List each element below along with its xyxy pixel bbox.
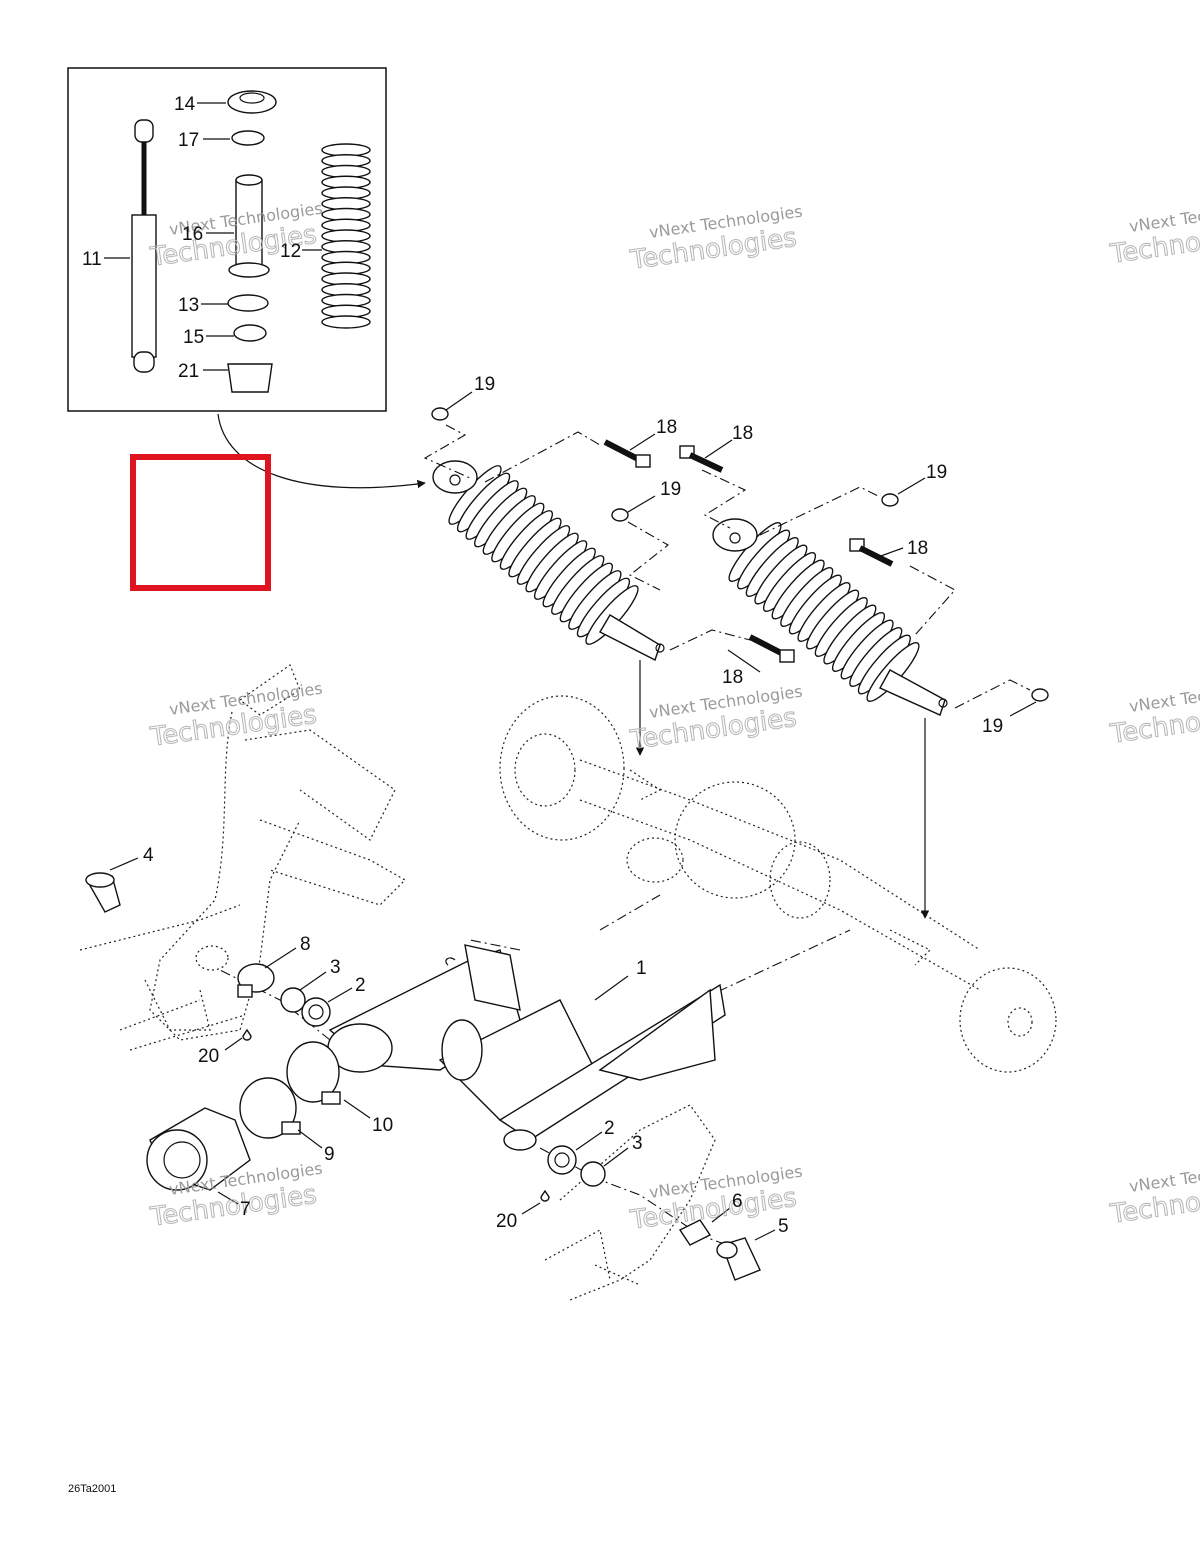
callout-label: 13: [178, 295, 199, 316]
callout-label: 19: [982, 716, 1003, 737]
callout-label: 3: [330, 957, 341, 978]
callout-label: 16: [182, 224, 203, 245]
rear-axle-outline: [499, 695, 1057, 1073]
callout-label: 10: [372, 1115, 393, 1136]
ring-part: [227, 294, 269, 312]
washer-part: [231, 130, 265, 146]
callout-label: 18: [732, 423, 753, 444]
callout-label: 20: [198, 1046, 219, 1067]
bump-stop-part: [228, 174, 270, 278]
shock-absorber-part: [131, 119, 157, 373]
highlight-box: [130, 454, 271, 591]
callout-label: 9: [324, 1144, 335, 1165]
fasteners: [431, 407, 1049, 702]
shock-assembly-left: [432, 460, 665, 661]
shock-components-inset: [67, 67, 387, 412]
callout-label: 3: [632, 1133, 643, 1154]
frame-outline: [79, 664, 716, 1301]
callout-label: 19: [926, 462, 947, 483]
callout-label: 20: [496, 1211, 517, 1232]
callout-label: 18: [722, 667, 743, 688]
callout-label: 1: [636, 958, 647, 979]
callout-label: 5: [778, 1216, 789, 1237]
callout-label: 11: [82, 249, 102, 270]
callout-label: 15: [183, 327, 204, 348]
leader-lines: [104, 102, 1037, 1241]
callout-label: 19: [474, 374, 495, 395]
swing-arm-part: [327, 944, 726, 1151]
bushing-part: [233, 324, 267, 342]
callout-label: 4: [143, 845, 154, 866]
callout-label: 18: [907, 538, 928, 559]
shock-assembly-right: [712, 518, 948, 716]
callout-label: 21: [178, 361, 199, 382]
callout-label: 19: [660, 479, 681, 500]
upper-cap-part: [227, 90, 277, 114]
callout-label: 7: [240, 1199, 251, 1220]
drawing-reference-code: 26Ta2001: [68, 1483, 116, 1495]
spring-collar-part: [227, 363, 273, 393]
callout-label: 2: [355, 975, 366, 996]
callout-label: 18: [656, 417, 677, 438]
callout-label: 17: [178, 130, 199, 151]
pivot-parts: [85, 872, 761, 1281]
callout-label: 8: [300, 934, 311, 955]
callout-label: 14: [174, 94, 196, 115]
callout-label: 2: [604, 1118, 615, 1139]
coil-spring-part: [321, 143, 371, 329]
callout-label: 12: [280, 241, 301, 262]
callout-label: 6: [732, 1191, 743, 1212]
